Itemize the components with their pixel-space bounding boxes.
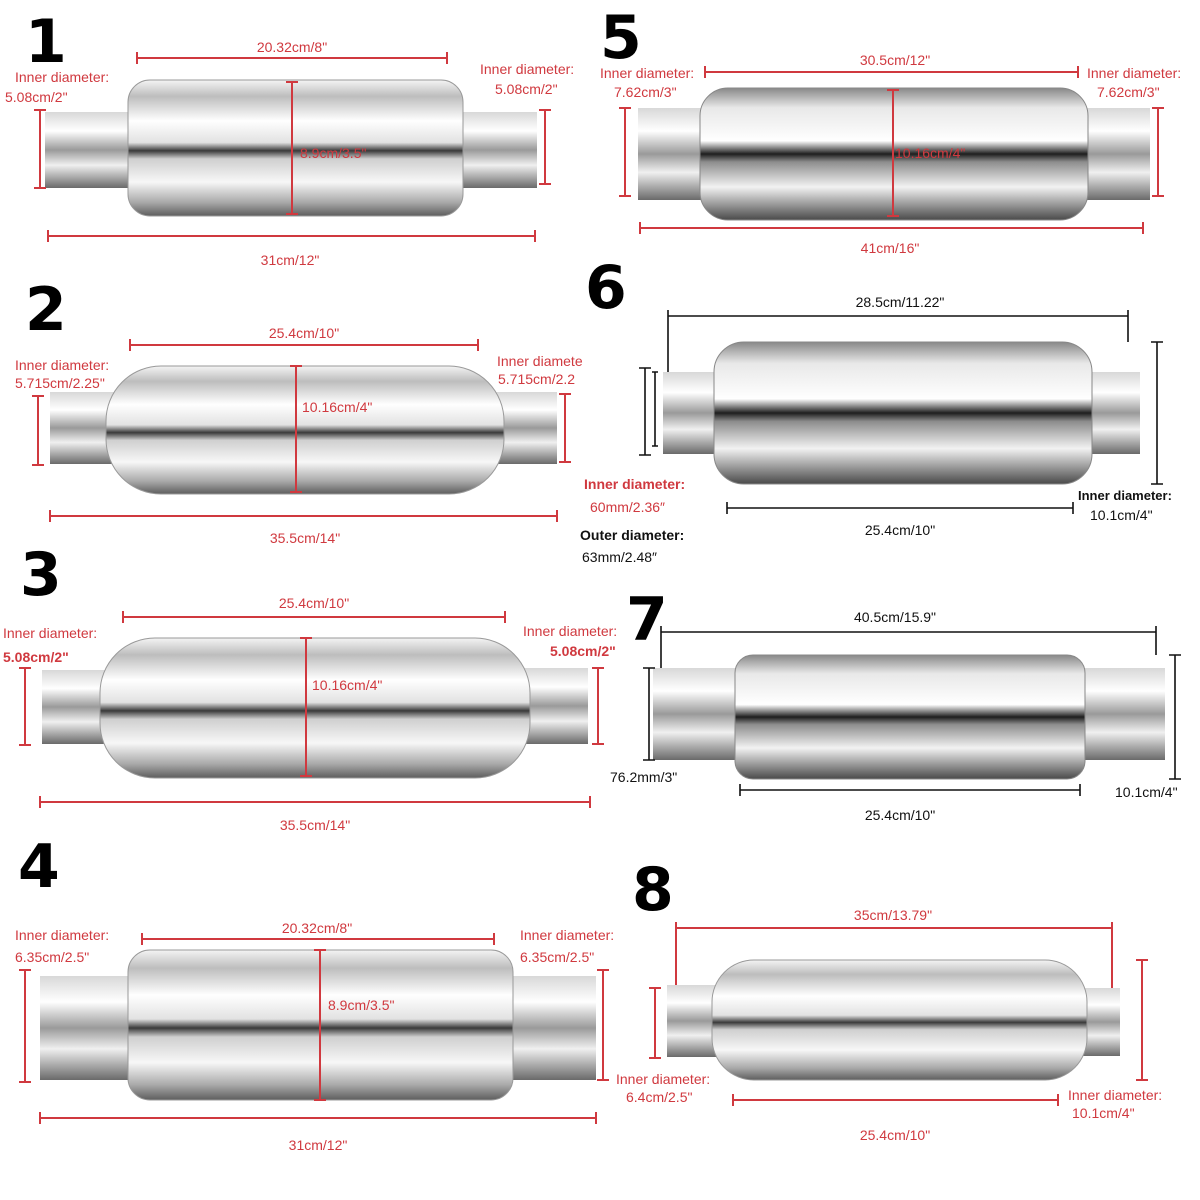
muffler-body [99, 637, 531, 779]
panel-4: 4 20.32cm/8" 8.9cm/3.5" 31cm/12" Inner d… [15, 832, 614, 1153]
body-length-label: 25.4cm/10" [860, 1127, 930, 1143]
outlet-value: 5.715cm/2.2 [498, 371, 575, 387]
muffler-body [105, 365, 505, 495]
outlet-label: Inner diameter: [520, 927, 614, 943]
body-length-label: 20.32cm/8" [257, 39, 327, 55]
inner-label: Inner diameter: [584, 476, 685, 492]
overall-length-label: 31cm/12" [261, 252, 320, 268]
outlet-label: Inner diameter: [480, 61, 574, 77]
inlet-pipe [45, 112, 135, 188]
inlet-value: 6.4cm/2.5" [626, 1089, 692, 1105]
panel-number: 6 [585, 253, 627, 323]
inlet-label: Inner diameter: [600, 65, 694, 81]
body-length-label: 25.4cm/10" [865, 807, 935, 823]
panel-number: 8 [632, 855, 674, 925]
body-length-label: 25.4cm/10" [865, 522, 935, 538]
panel-number: 4 [18, 832, 60, 902]
panel-6: 6 28.5cm/11.22" 25.4cm/10" Inner diamete… [580, 253, 1172, 565]
overall-length-label: 35.5cm/14" [270, 530, 340, 546]
panel-5: 5 30.5cm/12" 10.16cm/4" 41cm/16" Inner d… [600, 3, 1181, 256]
outlet-pipe [1080, 108, 1150, 200]
body-diameter-label: 8.9cm/3.5" [328, 997, 394, 1013]
inlet-value: 76.2mm/3" [610, 769, 677, 785]
outlet-label: Inner diameter: [523, 623, 617, 639]
right-value: 10.1cm/4" [1115, 784, 1178, 800]
inlet-label: Inner diameter: [15, 69, 109, 85]
inlet-pipe [50, 392, 115, 464]
right-label: Inner diameter: [1068, 1087, 1162, 1103]
overall-length-label: 35.5cm/14" [280, 817, 350, 833]
body-length-label: 25.4cm/10" [269, 325, 339, 341]
inlet-pipe [42, 670, 108, 744]
overall-length-label: 40.5cm/15.9" [854, 609, 936, 625]
overall-length-label: 31cm/12" [289, 1137, 348, 1153]
outlet-pipe [455, 112, 537, 188]
inlet-label: Inner diameter: [616, 1071, 710, 1087]
outlet-value: 5.08cm/2" [550, 643, 616, 659]
outer-value: 63mm/2.48″ [582, 549, 657, 565]
outlet-pipe [1075, 668, 1165, 760]
panel-8: 8 35cm/13.79" Inner diameter: 6.4cm/2.5"… [616, 855, 1162, 1143]
body-length-label: 30.5cm/12" [860, 52, 930, 68]
inlet-pipe [638, 108, 708, 200]
muffler-body [127, 79, 464, 217]
body-diameter-label: 8.9cm/3.5" [300, 145, 366, 161]
right-label: Inner diameter: [1078, 488, 1172, 503]
inlet-pipe [40, 976, 140, 1080]
inlet-value: 7.62cm/3" [614, 84, 677, 100]
outlet-value: 7.62cm/3" [1097, 84, 1160, 100]
outlet-label: Inner diamete [497, 353, 583, 369]
inlet-value: 5.08cm/2" [3, 649, 69, 665]
body-length-label: 25.4cm/10" [279, 595, 349, 611]
muffler-body [734, 654, 1086, 780]
inlet-value: 6.35cm/2.5" [15, 949, 89, 965]
panel-2: 2 25.4cm/10" 10.16cm/4" 35.5cm/14" Inner… [15, 275, 583, 546]
panel-3: 3 25.4cm/10" 10.16cm/4" 35.5cm/14" Inner… [3, 540, 617, 833]
inlet-label: Inner diameter: [15, 357, 109, 373]
outlet-value: 5.08cm/2" [495, 81, 558, 97]
right-value: 10.1cm/4" [1072, 1105, 1135, 1121]
panel-number: 3 [20, 540, 62, 610]
panel-number: 5 [600, 3, 642, 73]
body-diameter-label: 10.16cm/4" [302, 399, 372, 415]
outer-label: Outer diameter: [580, 527, 684, 543]
outlet-pipe [495, 392, 557, 464]
inlet-pipe [663, 372, 723, 454]
outlet-value: 6.35cm/2.5" [520, 949, 594, 965]
inlet-value: 5.715cm/2.25" [15, 375, 105, 391]
inlet-label: Inner diameter: [15, 927, 109, 943]
outlet-pipe [522, 668, 588, 744]
inlet-label: Inner diameter: [3, 625, 97, 641]
inlet-value: 5.08cm/2" [5, 89, 68, 105]
inner-value: 60mm/2.36″ [590, 499, 665, 515]
body-diameter-label: 10.16cm/4" [895, 145, 965, 161]
panel-7: 7 40.5cm/15.9" 76.2mm/3" 10.1cm/4" 25.4c… [610, 585, 1181, 823]
panel-number: 1 [25, 7, 67, 77]
right-value: 10.1cm/4" [1090, 507, 1153, 523]
inlet-pipe [653, 668, 745, 760]
overall-length-label: 41cm/16" [861, 240, 920, 256]
outlet-pipe [500, 976, 596, 1080]
outlet-label: Inner diameter: [1087, 65, 1181, 81]
panel-number: 2 [25, 275, 67, 345]
overall-length-label: 28.5cm/11.22" [856, 294, 945, 310]
body-length-label: 20.32cm/8" [282, 920, 352, 936]
muffler-body [711, 959, 1088, 1081]
body-diameter-label: 10.16cm/4" [312, 677, 382, 693]
panel-1: 1 20.32cm/8" 8.9cm/3.5" 31cm/12" Inner d… [5, 7, 574, 268]
muffler-body [713, 341, 1093, 485]
overall-length-label: 35cm/13.79" [854, 907, 932, 923]
